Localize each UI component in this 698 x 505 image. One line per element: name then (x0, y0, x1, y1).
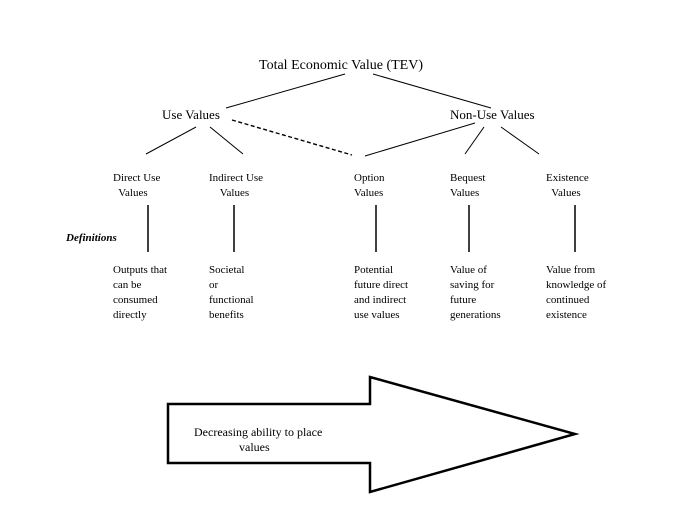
connector-nonuse-to-option (364, 122, 476, 157)
definition-bequest: Value of saving for future generations (450, 264, 501, 321)
connector-use-to-indirect (209, 126, 244, 155)
definitions-label: Definitions (66, 232, 117, 244)
use-values-label: Use Values (162, 107, 220, 122)
arrow-label: Decreasing ability to place values (194, 425, 323, 454)
definition-indirect: Societal or functional benefits (209, 264, 254, 321)
connector-nonuse-to-bequest (464, 126, 485, 155)
definition-existence: Value from knowledge of continued existe… (546, 264, 607, 321)
tev-root-label: Total Economic Value (TEV) (259, 58, 423, 73)
connector-use-to-direct (145, 126, 197, 155)
category-existence-title: Existence Values (546, 172, 589, 199)
definition-direct: Outputs that can be consumed directly (113, 264, 168, 321)
non-use-values-label: Non-Use Values (450, 107, 535, 122)
category-direct-title: Direct Use Values (113, 172, 161, 199)
definition-option: Potential future direct and indirect use… (354, 264, 409, 321)
connector-nonuse-to-existence (500, 126, 540, 155)
category-option-title: Option Values (354, 172, 385, 199)
connector-use-to-option (231, 119, 353, 156)
connector-tev-to-nonuse (372, 73, 492, 109)
connector-tev-to-use (225, 73, 346, 109)
decreasing-ability-arrow (166, 375, 580, 494)
category-indirect-title: Indirect Use Values (209, 172, 264, 199)
category-bequest-title: Bequest Values (450, 172, 486, 199)
